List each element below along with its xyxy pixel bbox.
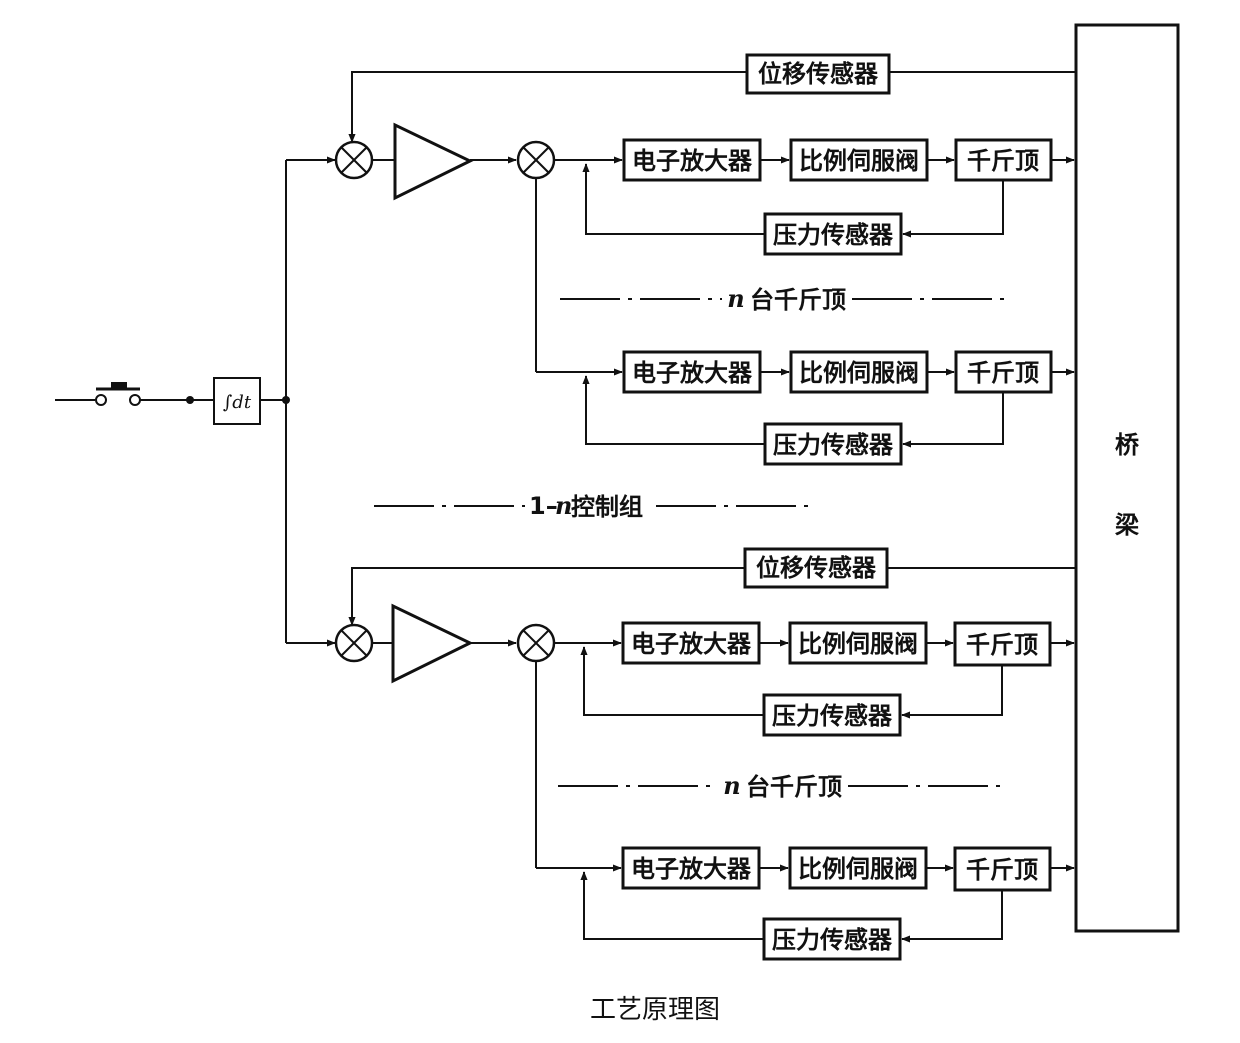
control-groups-prefix: 1– (529, 492, 558, 520)
bridge-beam: 桥 梁 (1074, 23, 1180, 933)
control-groups-note: 1– n 控制组 (374, 491, 812, 521)
pressure-sensor-label: 压力传感器 (772, 702, 893, 730)
start-switch (55, 382, 213, 406)
integrator-block: ∫dt (213, 377, 261, 425)
control-groups-label: 控制组 (571, 493, 643, 521)
bridge-label-2: 梁 (1114, 511, 1139, 539)
pressure-sensor-label: 压力传感器 (773, 221, 894, 249)
integrator-label: ∫dt (223, 392, 252, 413)
jack-label: 千斤顶 (967, 359, 1039, 387)
pressure-sensor-label: 压力传感器 (773, 431, 894, 459)
n-variable: n (723, 771, 740, 800)
n-variable: n (727, 284, 744, 313)
displacement-sensor-box (745, 53, 891, 95)
servo-valve-label: 比例伺服阀 (798, 855, 918, 883)
jack-label: 千斤顶 (966, 856, 1038, 884)
jack-label: 千斤顶 (967, 147, 1039, 175)
electronic-amplifier-label: 电子放大器 (632, 147, 753, 175)
n-variable: n (555, 491, 572, 520)
n-jacks-note: 台千斤顶 (750, 286, 846, 314)
control-group-n: 位移传感器 电子放大器 比例伺服阀 千斤顶 压力传感器 n 台千斤顶 (334, 547, 1076, 961)
jack-label: 千斤顶 (966, 631, 1038, 659)
bridge-label-1: 桥 (1115, 431, 1140, 459)
amplifier-triangle (393, 122, 474, 201)
electronic-amplifier-label: 电子放大器 (631, 630, 752, 658)
n-jacks-note: 台千斤顶 (746, 773, 842, 801)
displacement-sensor-label: 位移传感器 (758, 60, 879, 88)
displacement-sensor-label: 位移传感器 (756, 554, 877, 582)
servo-valve-label: 比例伺服阀 (799, 359, 919, 387)
signal-bus (260, 156, 336, 647)
servo-valve-label: 比例伺服阀 (798, 630, 918, 658)
servo-valve-label: 比例伺服阀 (799, 147, 919, 175)
pressure-sensor-label: 压力传感器 (772, 926, 893, 954)
figure-caption: 工艺原理图 (590, 995, 720, 1025)
control-group-1: 位移传感器 电子放大器 比例伺服阀 千斤顶 压力传感器 n (334, 53, 1076, 466)
electronic-amplifier-label: 电子放大器 (631, 855, 752, 883)
electronic-amplifier-label: 电子放大器 (632, 359, 753, 387)
